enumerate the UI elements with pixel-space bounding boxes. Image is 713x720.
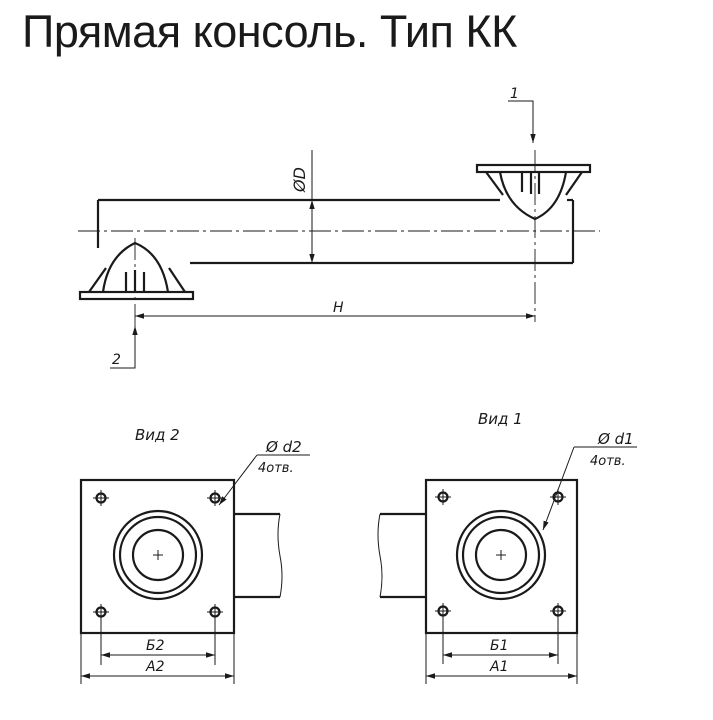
view-2-dimensions: Б2 А2 [80, 612, 235, 684]
view-1-outer-dim: А1 [489, 659, 508, 675]
view-1-pipe-stub [377, 512, 426, 599]
view-1: Вид 1 Ø d1 4отв. [377, 410, 637, 684]
view-1-flange-plate [424, 478, 579, 635]
pipe-body [96, 198, 575, 265]
view-1-hole-diameter: Ø d1 [597, 430, 634, 448]
view-2-bore [131, 528, 185, 582]
view-marker-2: 2 [110, 326, 138, 369]
view-2-bolt-holes [93, 490, 223, 620]
view-2-hole-diameter: Ø d2 [265, 438, 302, 456]
view-1-title: Вид 1 [478, 410, 523, 428]
side-view: ØD H 1 2 [78, 86, 600, 369]
length-label: H [333, 300, 344, 316]
diameter-label: ØD [290, 167, 309, 193]
view-2-flange-plate [79, 478, 236, 635]
flange-bracket-bottom [78, 238, 195, 340]
view-2-title: Вид 2 [135, 426, 180, 444]
diameter-dimension: ØD [290, 150, 315, 263]
view-2: Вид 2 Ø d2 4отв. [79, 426, 310, 684]
view-1-inner-dim: Б1 [490, 638, 509, 654]
view-2-outer-dim: А2 [145, 659, 165, 675]
view-2-hole-leader: Ø d2 4отв. [218, 438, 310, 506]
view-marker-1: 1 [508, 86, 536, 143]
length-dimension: H [135, 300, 535, 319]
view-2-outer-ring [112, 509, 204, 601]
view-1-hole-leader: Ø d1 4отв. [542, 430, 637, 531]
view-marker-1-label: 1 [510, 86, 519, 102]
view-marker-2-label: 2 [112, 352, 121, 368]
view-2-inner-dim: Б2 [146, 638, 165, 654]
page-title: Прямая консоль. Тип КК [22, 6, 517, 57]
view-1-hole-count: 4отв. [590, 454, 626, 469]
view-2-hole-count: 4отв. [258, 461, 294, 476]
view-1-outer-ring [455, 509, 547, 601]
view-1-bore [474, 528, 528, 582]
view-2-pipe-stub [234, 512, 283, 599]
view-1-dimensions: Б1 А1 [425, 611, 578, 684]
flange-bracket-top [475, 150, 592, 322]
